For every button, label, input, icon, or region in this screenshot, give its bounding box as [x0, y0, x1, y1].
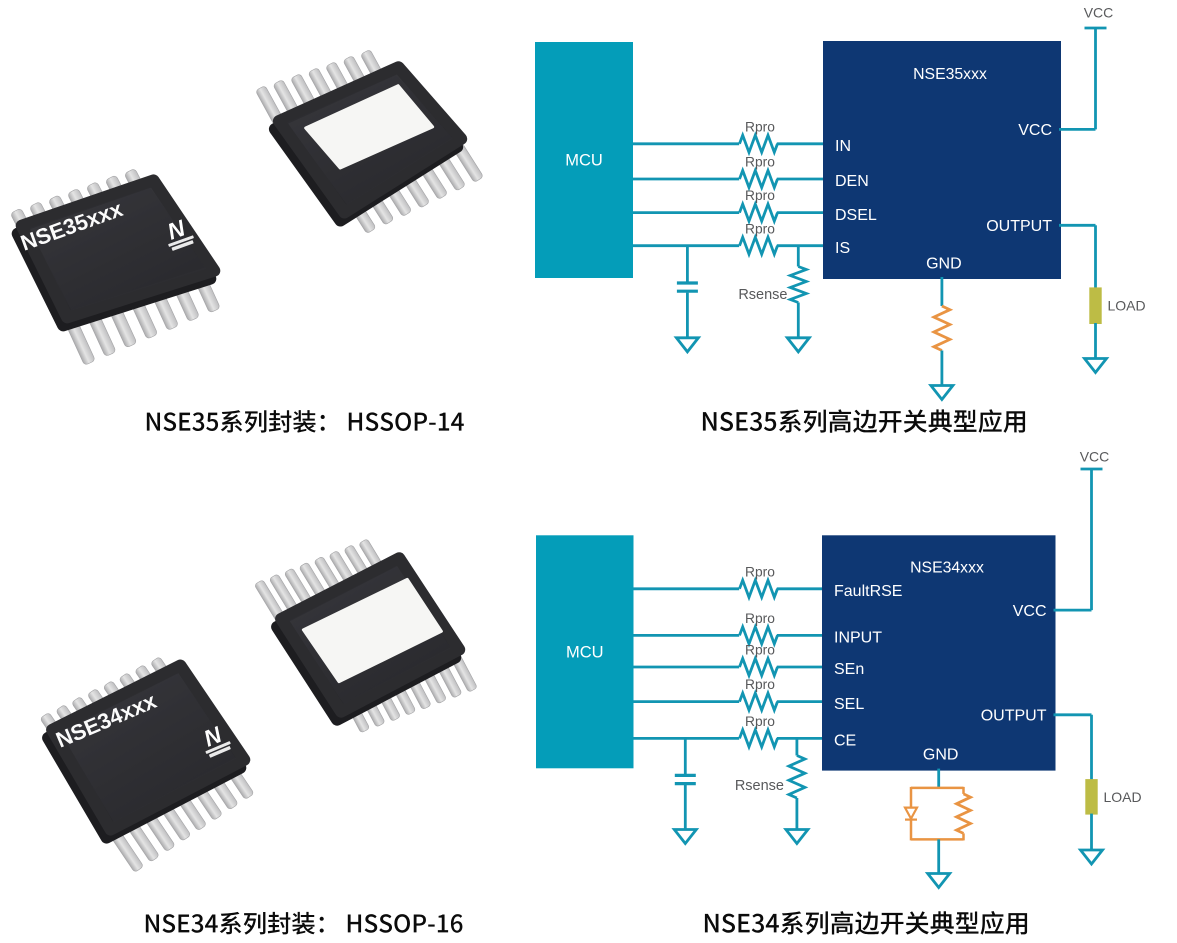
svg-text:Rsense: Rsense — [738, 287, 787, 303]
svg-text:INPUT: INPUT — [834, 630, 882, 647]
svg-text:NSE35xxx: NSE35xxx — [913, 66, 987, 83]
svg-text:Rpro: Rpro — [745, 611, 775, 626]
svg-text:FaultRSE: FaultRSE — [834, 583, 902, 600]
svg-text:VCC: VCC — [1013, 603, 1047, 620]
svg-text:Rpro: Rpro — [745, 188, 775, 203]
svg-text:Rpro: Rpro — [745, 119, 775, 134]
svg-text:GND: GND — [923, 747, 959, 764]
svg-text:Rpro: Rpro — [745, 643, 775, 658]
svg-text:GND: GND — [926, 256, 962, 273]
svg-text:IN: IN — [835, 138, 851, 155]
svg-text:Rpro: Rpro — [745, 155, 775, 170]
svg-text:Rpro: Rpro — [745, 714, 775, 729]
svg-text:DSEL: DSEL — [835, 207, 877, 224]
svg-text:OUTPUT: OUTPUT — [981, 708, 1047, 725]
svg-text:SEL: SEL — [834, 696, 864, 713]
svg-text:VCC: VCC — [1018, 122, 1052, 139]
svg-text:DEN: DEN — [835, 173, 869, 190]
svg-text:VCC: VCC — [1080, 449, 1110, 465]
svg-text:VCC: VCC — [1084, 5, 1114, 21]
svg-text:IS: IS — [835, 240, 850, 257]
svg-text:Rpro: Rpro — [745, 221, 775, 236]
svg-text:LOAD: LOAD — [1104, 789, 1142, 805]
svg-text:SEn: SEn — [834, 661, 864, 678]
svg-text:Rpro: Rpro — [745, 677, 775, 692]
svg-text:NSE34xxx: NSE34xxx — [910, 560, 984, 577]
svg-text:LOAD: LOAD — [1108, 298, 1146, 314]
svg-text:Rsense: Rsense — [735, 778, 784, 794]
svg-text:MCU: MCU — [566, 643, 604, 661]
svg-text:Rpro: Rpro — [745, 564, 775, 579]
svg-text:OUTPUT: OUTPUT — [986, 218, 1052, 235]
svg-text:CE: CE — [834, 733, 856, 750]
svg-text:MCU: MCU — [565, 152, 603, 170]
